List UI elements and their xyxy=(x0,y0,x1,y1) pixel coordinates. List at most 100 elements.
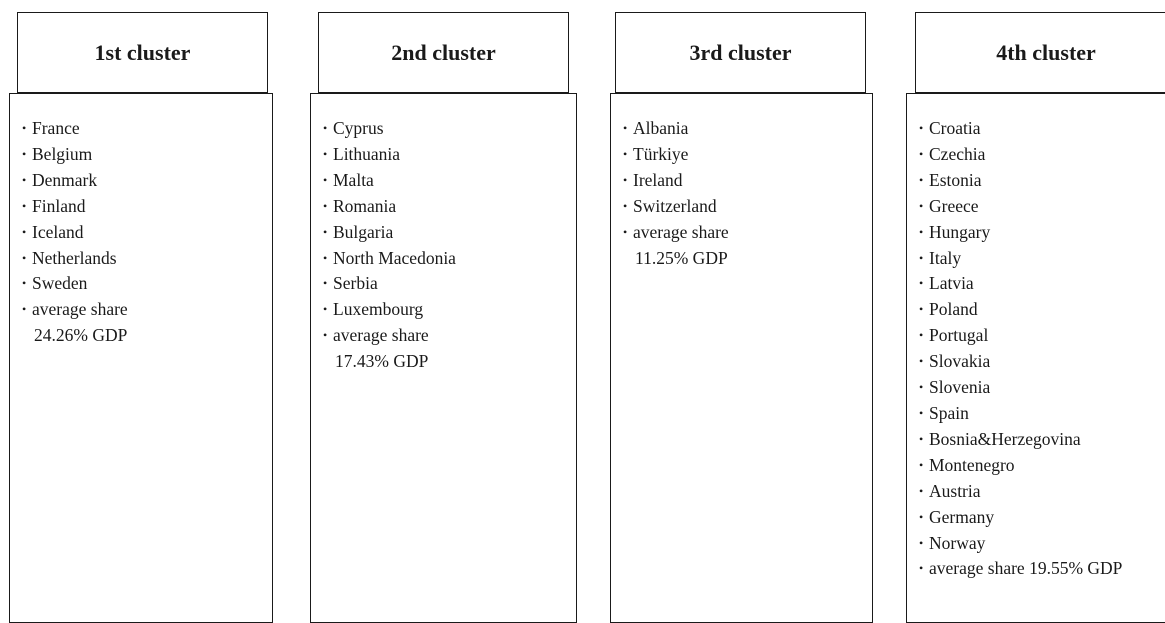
average-share-label: average share xyxy=(333,325,429,346)
bullet-icon: • xyxy=(919,276,924,291)
list-item: •Denmark xyxy=(22,168,272,194)
cluster-1-body: •France •Belgium •Denmark •Finland •Icel… xyxy=(9,93,273,623)
bullet-icon: • xyxy=(323,250,328,265)
cluster-2-title: 2nd cluster xyxy=(391,39,496,65)
cluster-4-header: 4th cluster xyxy=(915,12,1165,93)
bullet-icon: • xyxy=(22,276,27,291)
list-item: •Serbia xyxy=(323,271,576,297)
list-item: •Iceland xyxy=(22,220,272,246)
list-item: •Bosnia&Herzegovina xyxy=(919,427,1165,453)
list-item: •Türkiye xyxy=(623,142,872,168)
bullet-icon: • xyxy=(22,146,27,161)
list-item: •Croatia xyxy=(919,116,1165,142)
cluster-1-header: 1st cluster xyxy=(17,12,268,93)
bullet-icon: • xyxy=(919,431,924,446)
bullet-icon: • xyxy=(323,224,328,239)
bullet-icon: • xyxy=(919,121,924,135)
list-item: •Slovakia xyxy=(919,349,1165,375)
list-item: •Albania xyxy=(623,116,872,142)
bullet-icon: • xyxy=(919,457,924,472)
list-item: •Portugal xyxy=(919,323,1165,349)
average-share-value: 17.43% GDP xyxy=(335,351,429,372)
list-item: •Belgium xyxy=(22,142,272,168)
cluster-1-title: 1st cluster xyxy=(94,39,191,65)
bullet-icon: • xyxy=(22,198,27,213)
bullet-icon: • xyxy=(919,354,924,369)
list-item: •Latvia xyxy=(919,271,1165,297)
bullet-icon: • xyxy=(623,146,628,161)
bullet-icon: • xyxy=(623,224,628,239)
list-item: •Ireland xyxy=(623,168,872,194)
list-item: •Luxembourg xyxy=(323,297,576,323)
bullet-icon: • xyxy=(623,121,628,135)
bullet-icon: • xyxy=(919,483,924,498)
list-item: •Hungary xyxy=(919,220,1165,246)
average-share-item: • average share 11.25% GDP xyxy=(623,220,872,272)
cluster-4-title: 4th cluster xyxy=(996,39,1096,65)
list-item: •Czechia xyxy=(919,142,1165,168)
list-item: •North Macedonia xyxy=(323,246,576,272)
cluster-4-body: •Croatia •Czechia •Estonia •Greece •Hung… xyxy=(906,93,1165,623)
bullet-icon: • xyxy=(919,509,924,524)
list-item: •Poland xyxy=(919,297,1165,323)
bullet-icon: • xyxy=(919,172,924,187)
cluster-3-title: 3rd cluster xyxy=(689,39,792,65)
cluster-3-header: 3rd cluster xyxy=(615,12,866,93)
bullet-icon: • xyxy=(22,172,27,187)
bullet-icon: • xyxy=(623,198,628,213)
list-item: •Estonia xyxy=(919,168,1165,194)
average-share-item: • average share 24.26% GDP xyxy=(22,297,272,349)
average-share-label: average share xyxy=(929,558,1025,579)
bullet-icon: • xyxy=(323,198,328,213)
bullet-icon: • xyxy=(919,405,924,420)
bullet-icon: • xyxy=(22,121,27,135)
list-item: •Slovenia xyxy=(919,375,1165,401)
list-item: •France xyxy=(22,116,272,142)
list-item: •Norway xyxy=(919,531,1165,557)
bullet-icon: • xyxy=(323,146,328,161)
bullet-icon: • xyxy=(623,172,628,187)
bullet-icon: • xyxy=(919,146,924,161)
average-share-value: 19.55% GDP xyxy=(1029,558,1123,579)
list-item: •Switzerland xyxy=(623,194,872,220)
bullet-icon: • xyxy=(919,561,924,576)
bullet-icon: • xyxy=(919,250,924,265)
cluster-2-header: 2nd cluster xyxy=(318,12,569,93)
average-share-label: average share xyxy=(633,221,729,242)
bullet-icon: • xyxy=(919,535,924,550)
cluster-4-country-list: •Croatia •Czechia •Estonia •Greece •Hung… xyxy=(919,116,1165,582)
bullet-icon: • xyxy=(22,250,27,265)
list-item: •Netherlands xyxy=(22,246,272,272)
list-item: •Spain xyxy=(919,401,1165,427)
list-item: •Italy xyxy=(919,246,1165,272)
list-item: •Lithuania xyxy=(323,142,576,168)
bullet-icon: • xyxy=(919,302,924,317)
list-item: •Austria xyxy=(919,479,1165,505)
list-item: •Greece xyxy=(919,194,1165,220)
bullet-icon: • xyxy=(22,224,27,239)
bullet-icon: • xyxy=(323,328,328,343)
bullet-icon: • xyxy=(919,380,924,395)
cluster-3-country-list: •Albania •Türkiye •Ireland •Switzerland … xyxy=(623,116,872,271)
list-item: •Germany xyxy=(919,505,1165,531)
bullet-icon: • xyxy=(323,276,328,291)
cluster-3-body: •Albania •Türkiye •Ireland •Switzerland … xyxy=(610,93,873,623)
bullet-icon: • xyxy=(22,302,27,317)
bullet-icon: • xyxy=(323,172,328,187)
cluster-2-country-list: •Cyprus •Lithuania •Malta •Romania •Bulg… xyxy=(323,116,576,375)
bullet-icon: • xyxy=(919,198,924,213)
list-item: •Sweden xyxy=(22,271,272,297)
list-item: •Finland xyxy=(22,194,272,220)
average-share-item: • average share 19.55% GDP xyxy=(919,556,1165,582)
list-item: •Bulgaria xyxy=(323,220,576,246)
average-share-item: • average share 17.43% GDP xyxy=(323,323,576,375)
cluster-1-country-list: •France •Belgium •Denmark •Finland •Icel… xyxy=(22,116,272,349)
bullet-icon: • xyxy=(323,302,328,317)
average-share-value: 11.25% GDP xyxy=(635,247,728,268)
cluster-2-body: •Cyprus •Lithuania •Malta •Romania •Bulg… xyxy=(310,93,577,623)
bullet-icon: • xyxy=(323,121,328,135)
average-share-label: average share xyxy=(32,299,128,320)
list-item: •Montenegro xyxy=(919,453,1165,479)
average-share-value: 24.26% GDP xyxy=(34,325,128,346)
bullet-icon: • xyxy=(919,224,924,239)
